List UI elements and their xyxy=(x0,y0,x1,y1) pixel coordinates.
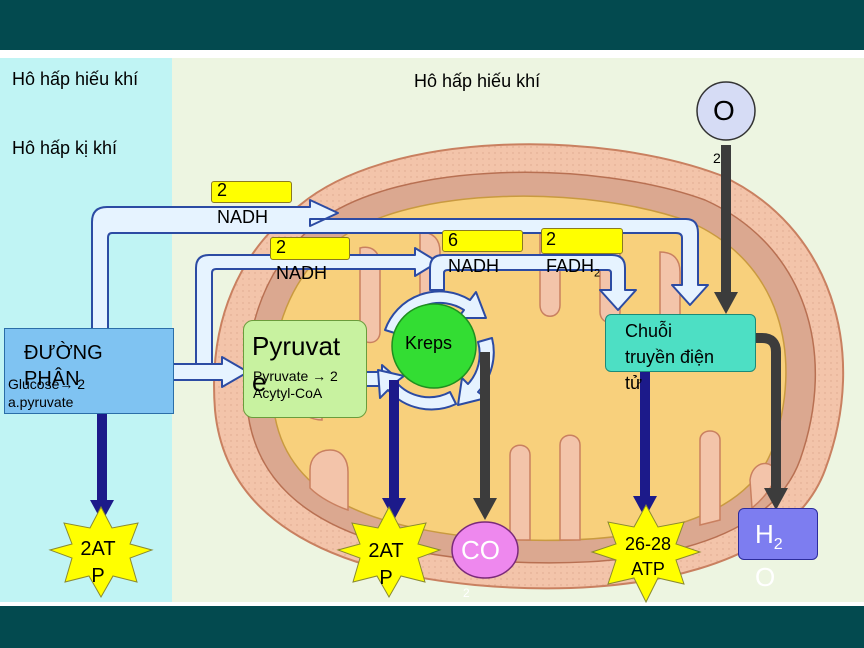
krebs-label: Kreps xyxy=(405,333,453,353)
pyruvate-detail: Pyruvate → 2 Acytyl-CoA xyxy=(253,368,338,401)
badge-inner-count: 2 xyxy=(276,237,287,257)
atp-star-krebs xyxy=(336,505,442,599)
krebs-to-etc-arrow xyxy=(429,254,637,311)
glycolysis-box xyxy=(4,328,174,414)
badge-krebs-nadh xyxy=(442,230,523,252)
header-bar xyxy=(0,0,864,50)
badge-inner-label: NADH xyxy=(276,263,328,283)
inner-nadh-arrow xyxy=(195,247,439,366)
etc-box xyxy=(605,314,756,372)
badge-outer-nadh xyxy=(211,181,292,203)
atp-star-etc xyxy=(590,503,702,604)
atp-star-glycolysis xyxy=(48,505,154,599)
badge-krebs-count: 6 xyxy=(448,230,459,250)
atp-label-etc: 26-28 ATP xyxy=(624,534,672,579)
atp-label-glycolysis: 2ATP xyxy=(80,538,116,587)
badge-krebs-label: NADH xyxy=(448,256,500,276)
badge-fadh xyxy=(541,228,623,254)
water-arrow xyxy=(752,333,788,510)
pyruvate-title: Pyruvate xyxy=(252,331,341,397)
glycolysis-atp-arrow xyxy=(90,412,114,522)
glycolysis-detail: Glucose→ 2 a.pyruvate xyxy=(8,376,86,410)
etc-label: Chuỗi truyền điện tử xyxy=(625,321,715,393)
label-anaerobic-left: Hô hấp kị khí xyxy=(12,138,118,158)
oxygen-arrow xyxy=(714,145,738,314)
glycolysis-title: ĐƯỜNG PHÂN xyxy=(24,342,103,390)
co2-circle xyxy=(451,521,519,579)
oxygen-label: O xyxy=(713,95,735,126)
oxygen-sub: 2 xyxy=(713,150,721,166)
krebs-co2-arrow xyxy=(473,352,497,520)
krebs-circle xyxy=(391,303,477,389)
badge-inner-nadh xyxy=(270,237,350,260)
glycolysis-to-pyruvate-arrow xyxy=(171,356,249,388)
pyruvate-box xyxy=(243,320,367,418)
label-aerobic-left: Hô hấp hiếu khí xyxy=(12,69,139,89)
water-box xyxy=(738,508,818,560)
footer-bar xyxy=(0,606,864,648)
badge-outer-label: NADH xyxy=(217,207,269,227)
badge-outer-count: 2 xyxy=(217,180,228,200)
badge-fadh-label: FADH2 xyxy=(546,256,601,280)
atp-label-krebs: 2ATP xyxy=(368,540,404,589)
badge-fadh-count: 2 xyxy=(546,229,557,249)
krebs-atp-arrow xyxy=(382,380,406,520)
co2-sub: 2 xyxy=(463,586,470,600)
oxygen-circle xyxy=(696,81,756,141)
co2-label: CO xyxy=(461,535,500,565)
label-aerobic-right: Hô hấp hiếu khí xyxy=(414,71,541,91)
